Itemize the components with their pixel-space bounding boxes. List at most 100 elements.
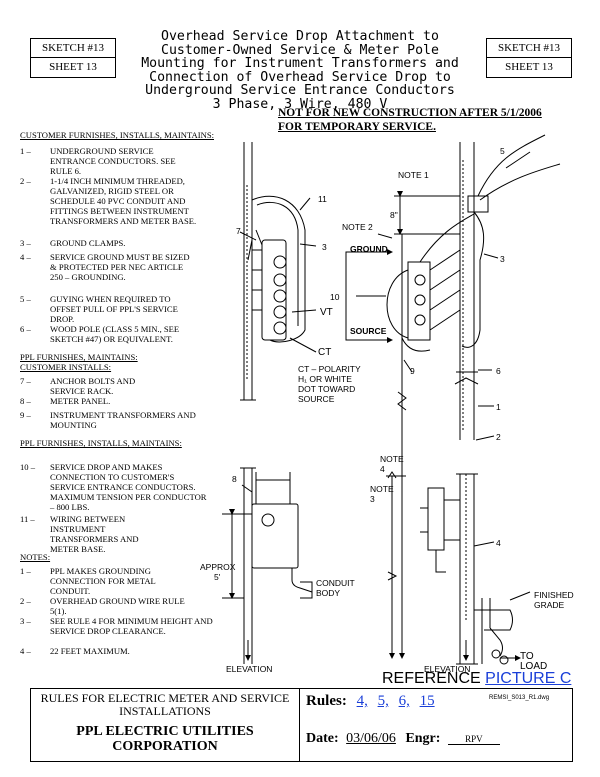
note-1-label: NOTE 1 bbox=[398, 170, 429, 180]
reference-picture: REFERENCE PICTURE C bbox=[382, 670, 571, 688]
callout-3-left: 3 bbox=[322, 242, 327, 252]
approx-label: APPROX bbox=[200, 562, 236, 572]
legend-item: 10 – SERVICE DROP AND MAKES CONNECTION TO… bbox=[20, 462, 210, 514]
notes-header: NOTES: bbox=[20, 552, 51, 562]
item-number: 3 – bbox=[20, 616, 31, 626]
rule-15-link[interactable]: 15 bbox=[419, 693, 435, 709]
item-number: 11 – bbox=[20, 514, 35, 524]
sketch-box-left: SKETCH #13 SHEET 13 bbox=[30, 38, 116, 78]
reference-prefix: REFERENCE bbox=[382, 670, 481, 687]
callout-3-right: 3 bbox=[500, 254, 505, 264]
callout-8: 8 bbox=[232, 474, 237, 484]
item-text: METER PANEL. bbox=[50, 396, 111, 406]
sketch-number: SKETCH #13 bbox=[31, 39, 115, 58]
item-number: 5 – bbox=[20, 294, 31, 304]
customer-installs-header: CUSTOMER INSTALLS: bbox=[20, 362, 112, 372]
engineer-label: Engr: bbox=[405, 731, 441, 746]
item-number: 8 – bbox=[20, 396, 31, 406]
rule-6-link[interactable]: 6, bbox=[398, 693, 410, 709]
item-text: WIRING BETWEEN INSTRUMENT TRANSFORMERS A… bbox=[50, 514, 139, 554]
rules-label: Rules: bbox=[306, 693, 347, 709]
elevation-label-left: ELEVATION bbox=[226, 664, 273, 674]
left-pole-upper bbox=[240, 142, 256, 401]
date-value: 03/06/06 bbox=[346, 731, 396, 746]
company-line: CORPORATION bbox=[112, 739, 218, 754]
service-drop bbox=[467, 134, 561, 213]
item-number: 2 – bbox=[20, 176, 31, 186]
ppl-items-2: 10 – SERVICE DROP AND MAKES CONNECTION TO… bbox=[20, 462, 210, 554]
legend-item: 5 –GUYING WHEN REQUIRED TO OFFSET PULL O… bbox=[20, 294, 232, 324]
sheet-number: SHEET 13 bbox=[505, 61, 553, 73]
item-number: 3 – bbox=[20, 238, 31, 248]
rule-5-link[interactable]: 5, bbox=[377, 693, 389, 709]
ppl-furnishes-header: PPL FURNISHES, MAINTAINS: bbox=[20, 352, 138, 362]
finished-grade-line: GRADE bbox=[534, 600, 565, 610]
five-foot-label: 5' bbox=[214, 572, 221, 582]
instrument-transformer-assembly bbox=[247, 195, 306, 343]
callout-11: 11 bbox=[318, 194, 327, 204]
to-load-line: TO bbox=[520, 651, 534, 662]
ct-note-line: DOT TOWARD bbox=[298, 384, 356, 394]
title-line: Underground Service Entrance Conductors bbox=[145, 83, 455, 99]
to-load-line: LOAD bbox=[520, 661, 548, 672]
item-text: SERVICE DROP AND MAKES CONNECTION TO CUS… bbox=[50, 462, 207, 512]
callout-10: 10 bbox=[330, 292, 340, 302]
legend-item: 3 –GROUND CLAMPS. bbox=[20, 238, 232, 252]
sketch-number: SKETCH #13 bbox=[487, 39, 571, 58]
ct-note-line: CT – POLARITY bbox=[298, 364, 361, 374]
item-number: 10 – bbox=[20, 462, 36, 472]
drawing-title: Overhead Service Drop Attachment to Cust… bbox=[118, 30, 482, 112]
ppl-items-1: 7 – ANCHOR BOLTS AND SERVICE RACK. 8 – MET… bbox=[20, 376, 232, 430]
item-number: 1 – bbox=[20, 146, 31, 156]
conduit-body-line: BODY bbox=[316, 588, 341, 598]
title-line: Customer-Owned Service & Meter Pole bbox=[161, 42, 439, 58]
callout-6: 6 bbox=[496, 366, 501, 376]
title-block: RULES FOR ELECTRIC METER AND SERVICE INS… bbox=[30, 688, 573, 762]
callout-2: 2 bbox=[496, 432, 501, 442]
item-number: 2 – bbox=[20, 596, 31, 606]
callout-7: 7 bbox=[236, 226, 241, 236]
item-text: SERVICE GROUND MUST BE SIZED & PROTECTED… bbox=[50, 252, 190, 282]
date-label: Date: bbox=[306, 731, 339, 746]
ground-label: GROUND bbox=[350, 244, 388, 254]
rule-4-link[interactable]: 4, bbox=[356, 693, 368, 709]
item-number: 9 – bbox=[20, 410, 31, 420]
item-number: 6 – bbox=[20, 324, 31, 334]
ppl-installs-header: PPL FURNISHES, INSTALLS, MAINTAINS: bbox=[20, 438, 182, 448]
callout-9: 9 bbox=[410, 366, 415, 376]
title-line: 3 Phase, 3 Wire, 480 V bbox=[212, 96, 388, 112]
legend-item: 4 –SERVICE GROUND MUST BE SIZED & PROTEC… bbox=[20, 252, 232, 294]
ct-polarity-note: CT – POLARITY H₁ OR WHITE DOT TOWARD SOU… bbox=[298, 364, 361, 404]
picture-c-link[interactable]: PICTURE C bbox=[485, 670, 572, 687]
right-transformer-assembly bbox=[386, 211, 485, 373]
title-line: Overhead Service Drop Attachment to bbox=[161, 29, 439, 44]
item-text: PPL MAKES GROUNDING CONNECTION FOR METAL… bbox=[50, 566, 156, 596]
ct-note-line: SOURCE bbox=[298, 394, 335, 404]
eight-inch-label: 8" bbox=[390, 210, 398, 220]
meter-panel-side bbox=[420, 487, 461, 573]
company-line: PPL ELECTRIC UTILITIES bbox=[76, 724, 254, 739]
temporary-service-warning: NOT FOR NEW CONSTRUCTION AFTER 5/1/2006 … bbox=[278, 106, 542, 134]
elevation-label-right: ELEVATION bbox=[424, 664, 471, 674]
item-text: ANCHOR BOLTS AND SERVICE RACK. bbox=[50, 376, 136, 396]
drawing-file-name: REMSI_S013_R1.dwg bbox=[489, 695, 550, 701]
conduit-body-line: CONDUIT bbox=[316, 578, 355, 588]
title-line: Mounting for Instrument Transformers and bbox=[141, 56, 459, 72]
note-item: 1 – PPL MAKES GROUNDING CONNECTION FOR ME… bbox=[20, 566, 232, 596]
item-text: WOOD POLE (CLASS 5 MIN., SEE SKETCH #47)… bbox=[50, 324, 180, 344]
note-item: 4 –22 FEET MAXIMUM. bbox=[20, 646, 232, 658]
callout-5: 5 bbox=[500, 146, 505, 156]
left-pole-lower bbox=[240, 467, 256, 664]
conduit-body-label: CONDUIT BODY bbox=[316, 578, 355, 598]
item-number: 7 – bbox=[20, 376, 31, 386]
callout-4: 4 bbox=[496, 538, 501, 548]
finished-grade-line: FINISHED bbox=[534, 590, 574, 600]
right-pole-lower bbox=[456, 473, 478, 664]
legend-item: 1 –UNDERGROUND SERVICE ENTRANCE CONDUCTO… bbox=[20, 146, 232, 176]
legend-item: 2 –1-1/4 INCH MINIMUM THREADED, GALVANIZ… bbox=[20, 176, 232, 238]
note-2-label: NOTE 2 bbox=[342, 222, 373, 232]
warning-line: NOT FOR NEW CONSTRUCTION AFTER 5/1/2006 bbox=[278, 107, 542, 119]
item-number: 1 – bbox=[20, 566, 31, 576]
item-text: INSTRUMENT TRANSFORMERS AND MOUNTING bbox=[50, 410, 196, 430]
